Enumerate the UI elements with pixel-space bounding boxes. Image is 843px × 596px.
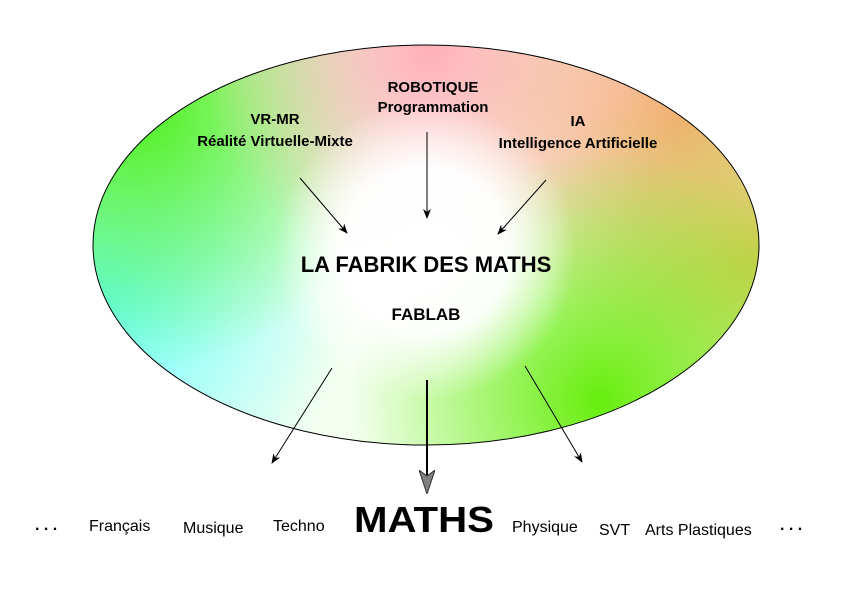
fablab-ellipse xyxy=(92,44,760,446)
input-subtitle: Programmation xyxy=(378,99,489,116)
subjects-row: . . . Français Musique Techno MATHS Phys… xyxy=(35,499,802,540)
subject-arts-plastiques: Arts Plastiques xyxy=(645,522,752,539)
arrow-ia-to-center xyxy=(497,179,547,235)
arrow-to-right-subjects xyxy=(524,365,583,463)
subject-maths: MATHS xyxy=(354,499,494,540)
input-subtitle: Intelligence Artificielle xyxy=(499,135,658,152)
input-title: IA xyxy=(571,113,586,130)
subject-svt: SVT xyxy=(599,522,630,539)
subject-techno: Techno xyxy=(273,518,325,535)
ellipsis-left: . . . xyxy=(35,517,57,534)
input-vr-mr: VR-MR Réalité Virtuelle-Mixte xyxy=(197,111,353,150)
subject-musique: Musique xyxy=(183,520,244,537)
subject-francais: Français xyxy=(89,518,150,535)
arrow-vr-to-center xyxy=(299,177,348,234)
input-title: VR-MR xyxy=(250,111,299,128)
input-ia: IA Intelligence Artificielle xyxy=(499,113,658,152)
input-title: ROBOTIQUE xyxy=(388,79,479,96)
center-subtitle: FABLAB xyxy=(392,305,461,324)
center-title: LA FABRIK DES MATHS xyxy=(301,252,552,277)
input-subtitle: Réalité Virtuelle-Mixte xyxy=(197,133,353,150)
subject-physique: Physique xyxy=(512,519,578,536)
ellipsis-right: . . . xyxy=(780,517,802,534)
input-robotique: ROBOTIQUE Programmation xyxy=(378,79,489,116)
arrow-to-left-subjects xyxy=(271,367,333,464)
